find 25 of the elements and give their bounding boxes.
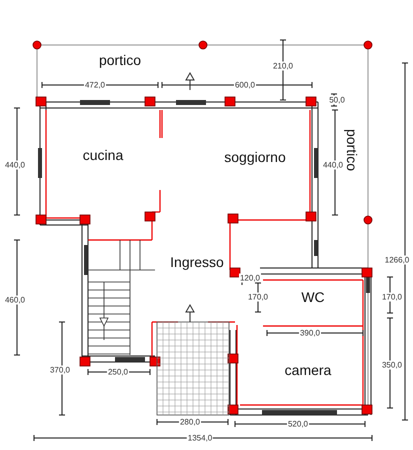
room-label: Ingresso (170, 254, 224, 270)
dimension-label: 170,0 (380, 292, 404, 302)
dimension-label: 370,0 (48, 366, 72, 374)
dimension-label: 600,0 (234, 80, 256, 90)
dimension-label: 520,0 (286, 420, 310, 428)
dimension-label: 1266,0 (384, 256, 410, 264)
room-label: cucina (82, 147, 124, 163)
dimension-label: 50,0 (328, 96, 346, 104)
dimension-label: 460,0 (4, 296, 26, 304)
dimension-label: 250,0 (106, 368, 130, 376)
room-label: soggiorno (224, 149, 286, 165)
dimension-label: 440,0 (322, 160, 344, 170)
dimension-label: 120,0 (238, 274, 262, 282)
dimension-label: 280,0 (178, 418, 202, 426)
dimension-label: 390,0 (298, 328, 322, 338)
dimension-label: 350,0 (380, 360, 404, 370)
room-label: WC (301, 289, 325, 305)
dimension-label: 210,0 (272, 62, 294, 70)
room-label: camera (284, 362, 332, 378)
dimension-label: 472,0 (84, 80, 106, 90)
dimension-label: 1354,0 (186, 434, 214, 442)
dimension-label: 440,0 (4, 160, 26, 170)
room-label: portico (98, 52, 142, 68)
room-label: portico (344, 128, 360, 172)
dimension-label: 170,0 (246, 292, 270, 302)
